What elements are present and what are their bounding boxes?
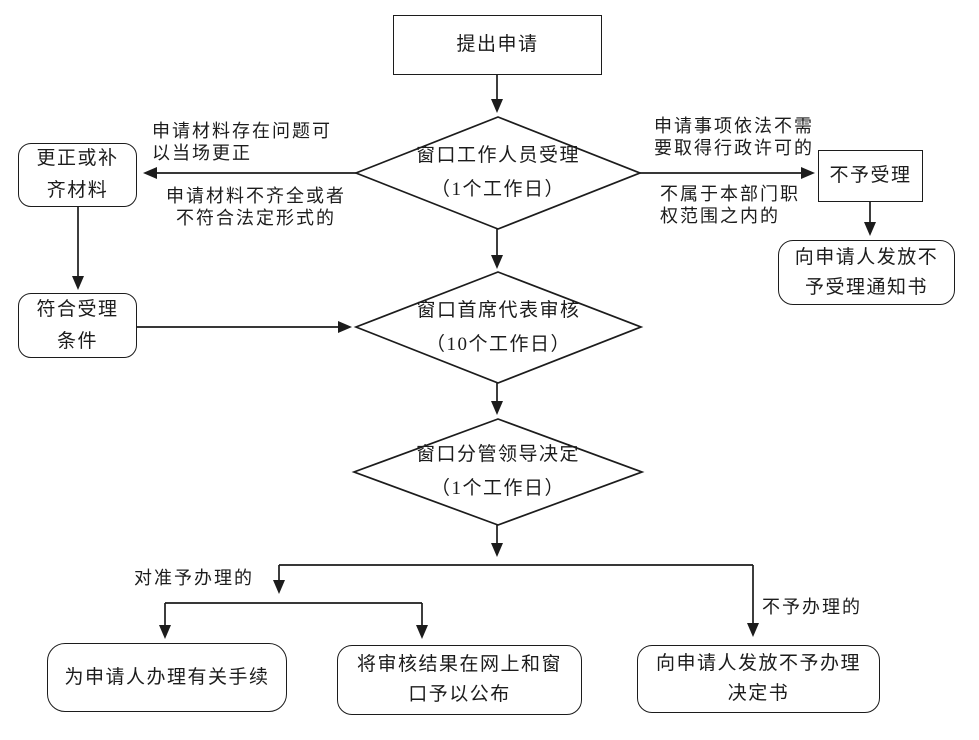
node-start-application: 提出申请 [393,15,602,75]
node-publish-results: 将审核结果在网上和窗 口予以公布 [337,645,582,715]
node-handle-procedures: 为申请人办理有关手续 [47,643,287,712]
node-not-handled-notice: 向申请人发放不予办理 决定书 [637,645,880,713]
edge-label-not-approved: 不予办理的 [762,597,862,617]
edge-label-no-license-needed: 申请事项依法不需 要取得行政许可的 [654,116,814,158]
edge-label-incomplete-materials: 申请材料不齐全或者 不符合法定形式的 [166,186,346,228]
node-not-accepted: 不予受理 [818,150,923,202]
decision-decide-diamond [351,418,645,526]
node-not-accepted-notice: 向申请人发放不 予受理通知书 [778,240,955,305]
node-qualify-conditions: 符合受理 条件 [18,293,137,358]
edge-label-can-correct: 申请材料存在问题可 以当场更正 [152,121,332,163]
decision-accept-diamond [353,116,643,230]
edge-label-not-in-scope: 不属于本部门职 权范围之内的 [660,184,800,226]
node-correct-materials: 更正或补 齐材料 [18,143,137,207]
decision-review-diamond [353,271,644,384]
edge-label-approved: 对准予办理的 [134,568,254,588]
